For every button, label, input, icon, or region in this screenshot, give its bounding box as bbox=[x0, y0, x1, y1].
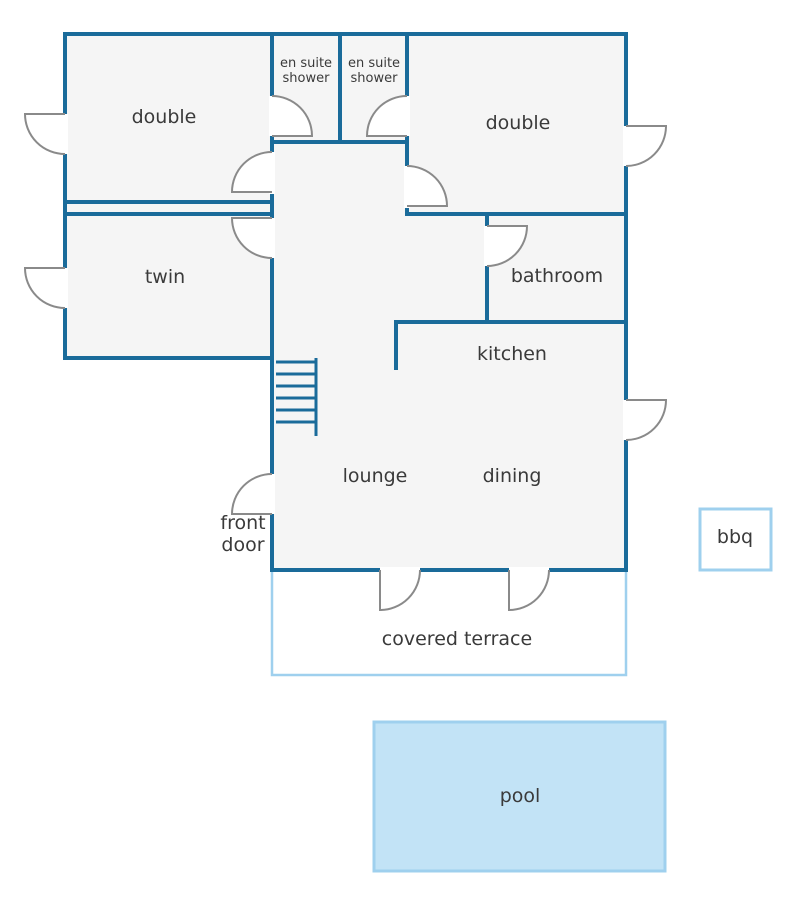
door-double-right-hall[interactable] bbox=[404, 165, 449, 208]
doors bbox=[23, 95, 668, 612]
room-label-front-door-line1: front bbox=[220, 512, 266, 535]
room-label-front-door-line2: door bbox=[221, 534, 265, 556]
floor-main bbox=[272, 140, 626, 570]
door-front[interactable] bbox=[230, 473, 275, 515]
door-terrace-right[interactable] bbox=[508, 567, 550, 612]
room-label-double-left: double bbox=[131, 106, 197, 129]
bbq-box bbox=[698, 507, 773, 572]
door-bathroom[interactable] bbox=[484, 225, 529, 267]
room-label-bathroom: bathroom bbox=[510, 265, 604, 288]
room-label-ensuite-right-line1: en suite bbox=[347, 56, 401, 72]
room-label-ensuite-right-line2: shower bbox=[350, 71, 398, 86]
room-label-ensuite-left-line2: shower bbox=[282, 71, 330, 86]
room-label-kitchen: kitchen bbox=[477, 343, 547, 366]
room-label-ensuite-left: en suite shower bbox=[279, 56, 333, 87]
room-label-dining: dining bbox=[482, 465, 542, 488]
room-label-double-right: double bbox=[485, 112, 551, 135]
room-label-pool: pool bbox=[499, 785, 541, 808]
room-label-ensuite-right: en suite shower bbox=[347, 56, 401, 87]
door-terrace-left[interactable] bbox=[379, 567, 421, 612]
room-label-lounge: lounge bbox=[342, 465, 408, 488]
door-twin[interactable] bbox=[23, 267, 68, 309]
door-ensuite-left[interactable] bbox=[269, 95, 314, 137]
door-double-left-hall[interactable] bbox=[230, 151, 275, 194]
stairs bbox=[276, 358, 318, 436]
door-ensuite-right[interactable] bbox=[365, 95, 410, 137]
covered-terrace-outline bbox=[270, 568, 628, 677]
door-twin-hall[interactable] bbox=[230, 217, 275, 259]
room-label-ensuite-left-line1: en suite bbox=[279, 56, 333, 72]
room-label-twin: twin bbox=[144, 266, 186, 289]
room-label-front-door: front door bbox=[220, 512, 266, 557]
door-left-double[interactable] bbox=[23, 113, 68, 155]
pool-shape bbox=[372, 720, 667, 873]
room-label-covered-terrace: covered terrace bbox=[381, 628, 533, 651]
door-right-double-ext[interactable] bbox=[623, 125, 668, 167]
door-kitchen-ext[interactable] bbox=[623, 399, 668, 441]
room-label-bbq: bbq bbox=[716, 526, 754, 549]
